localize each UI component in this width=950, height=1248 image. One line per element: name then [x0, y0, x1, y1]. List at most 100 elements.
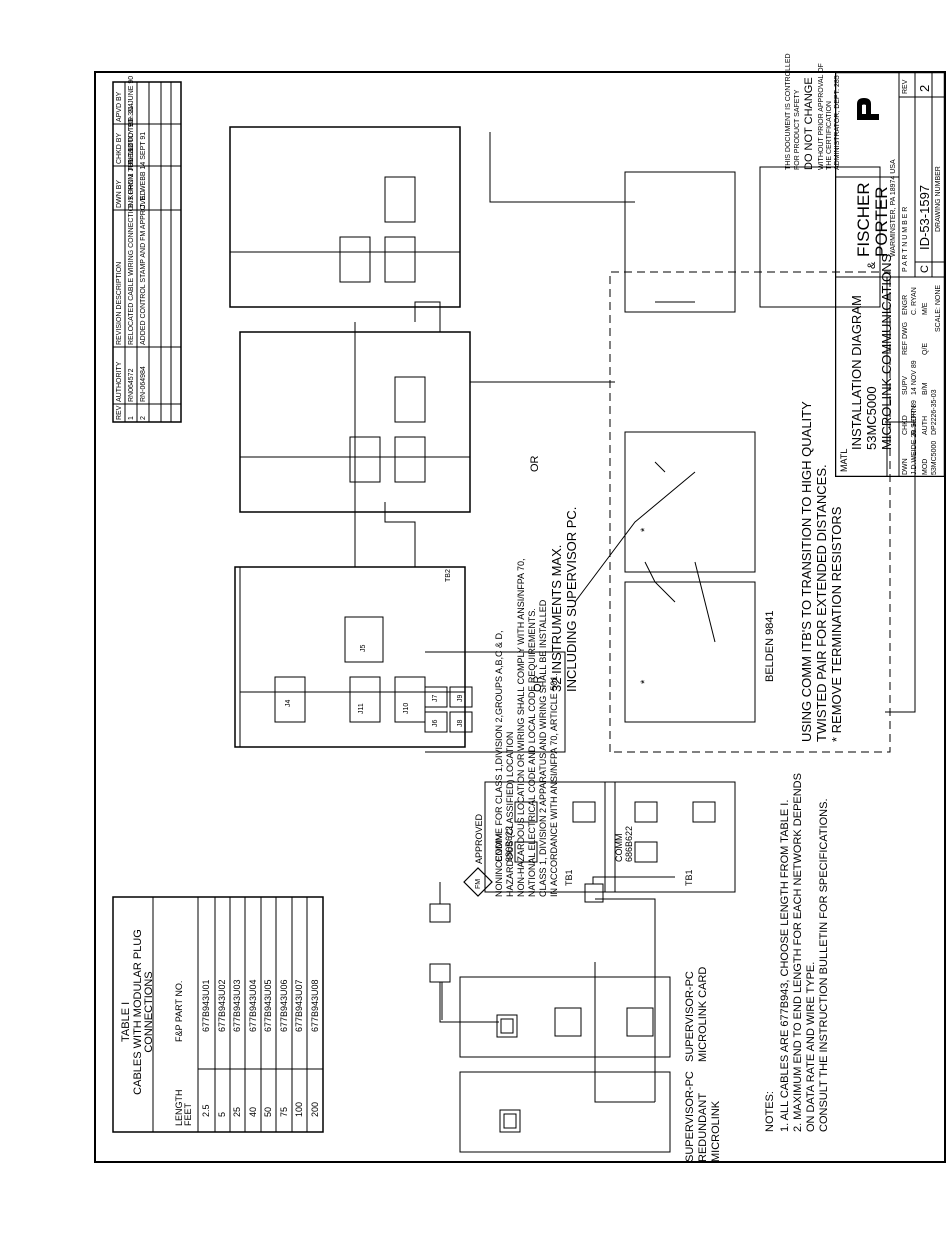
comm-module-top-1: [624, 171, 736, 313]
noteslines-line: ON DATA RATE AND WIRE TYPE.: [805, 961, 817, 1132]
title-cell-key: ENGR: [902, 294, 909, 315]
commitb-line: USING COMM ITB'S TO TRANSITION TO HIGH Q…: [799, 401, 814, 742]
title-cell-key: M/E: [922, 302, 929, 315]
or-label-2: OR: [529, 455, 541, 473]
table1-col-length: LENGTH FEET: [174, 1089, 193, 1126]
table1-length-cell: 40: [247, 1106, 258, 1117]
comm-itb-region: [609, 271, 891, 753]
rev-label: REV: [902, 79, 909, 94]
fmlines-line: NON-HAZARDOUS LOCATION OR WIRING SHALL C…: [516, 558, 526, 897]
part-number: ID-53-1597: [917, 184, 932, 250]
instmax-line: 32 INSTRUMENTS MAX.: [549, 544, 564, 692]
controller-3: [229, 126, 461, 308]
comm-2-part: 686B622: [624, 825, 634, 862]
fm-diamond-icon: [463, 867, 493, 897]
noteslines-line: 1. ALL CABLES ARE 677B943, CHOOSE LENGTH…: [779, 799, 791, 1132]
comm-2-label: COMM: [614, 833, 624, 863]
j9-label: J9: [457, 694, 464, 702]
j6-label: J6: [432, 719, 439, 727]
title-cell-key: MOD: [922, 458, 929, 475]
company-porter: PORTER: [872, 186, 891, 257]
revision-cell: RN064572: [128, 368, 135, 402]
star-1: *: [639, 679, 651, 684]
revision-cell: J. B. WEBB 14 SEPT 91: [140, 131, 147, 208]
comm-module-2: [604, 781, 736, 893]
j7-label: J7: [432, 694, 439, 702]
comm-module-top-2: [759, 166, 881, 308]
company-amp: &: [866, 261, 878, 269]
title-cell-key: CHKD: [902, 415, 909, 435]
title-cell-value: 53MC5000: [931, 440, 938, 475]
table1-length-cell: 50: [263, 1106, 273, 1117]
title-cell-key: SUPV: [902, 375, 909, 395]
rev-number: 2: [917, 84, 932, 92]
j11-label: J11: [358, 703, 365, 714]
title-cell-key: B/M: [922, 382, 929, 395]
control-small-line: WITHOUT PRIOR APPROVAL OF: [818, 63, 825, 170]
revision-cell: 2: [140, 416, 147, 420]
j10-label: J10: [403, 702, 410, 714]
comm-module-1: [484, 781, 616, 893]
table1-caption: CABLES WITH MODULAR PLUG CONNECTIONS: [132, 929, 155, 1095]
belden-label: BELDEN 9841: [764, 610, 776, 682]
title-cell-key: DWN: [902, 458, 909, 475]
line-art: [112, 81, 916, 1153]
revision-cell: RN-064984: [140, 366, 147, 402]
table1-length-cell: 5: [216, 1111, 227, 1117]
redundant-line: SUPERVISOR-PC: [684, 1071, 696, 1162]
j4-label: J4: [285, 699, 292, 707]
control-line: THIS DOCUMENT IS CONTROLLED: [785, 53, 792, 170]
revision-table-frame: [112, 81, 182, 423]
table1-part-cell: 677B943U06: [278, 979, 289, 1032]
fmlines-line: CLASS 1, DIVISION 2 APPARATUS AND WIRING…: [538, 599, 548, 897]
title-cell-value: R. HORN: [911, 405, 918, 435]
title-line: MICROLINK COMMUNICATIONS: [879, 253, 894, 450]
table1-length-cell: 200: [309, 1101, 320, 1117]
company-fischer: FISCHER: [854, 182, 873, 257]
title-cell-key: REF DWG: [902, 321, 909, 355]
title-block-frame: [835, 72, 945, 477]
control-small-line: ADMINISTRATOR, DEPT. 285: [834, 75, 841, 170]
tb1-1-label: TB1: [564, 869, 574, 886]
commitb-line: TWISTED PAIR FOR EXTENDED DISTANCES.: [814, 464, 829, 742]
table1-title: TABLE I: [120, 1001, 132, 1042]
table1-part-cell: 677B943U05: [263, 979, 273, 1032]
j8-label: J8: [457, 719, 464, 727]
revision-cell: 1: [128, 416, 135, 420]
table1-length-cell: 25: [232, 1106, 242, 1117]
controller-1: [234, 566, 466, 748]
title-cell-key: Q/E: [922, 342, 929, 355]
title-cell-value: 14 NOV 89: [911, 360, 918, 395]
title-line: 53MC5000: [864, 386, 879, 450]
star-2: *: [639, 527, 651, 532]
redundant-line: REDUNDANT: [697, 1092, 709, 1162]
table1-col-part: F&P PART NO.: [174, 980, 184, 1042]
table1-length-cell: 100: [294, 1101, 304, 1117]
title-cell-value: C. RYAN: [911, 287, 918, 315]
fm-approved: APPROVED: [474, 813, 484, 864]
control-small-line: THE CERTIFICATION: [826, 101, 833, 170]
revision-header: DWN BY: [116, 180, 123, 208]
control-line: FOR PRODUCT SAFETY: [794, 89, 801, 170]
tb2-label: TB2: [445, 569, 452, 582]
revision-header: AUTHORITY: [116, 361, 123, 402]
tb1-2-label: TB1: [684, 869, 694, 886]
table1-part-cell: 677B943U07: [294, 979, 304, 1032]
revision-header: CHKD BY: [116, 132, 123, 164]
revision-header: REVISION DESCRIPTION: [116, 261, 123, 345]
title-cell-value: DP2226-35-03: [931, 389, 938, 435]
j5-label: J5: [360, 644, 367, 652]
table1-part-cell: 677B943U04: [247, 979, 258, 1032]
fmlines-line: IN ACCORDANCE WITH ANSI/NFPA 70, ARTICLE…: [549, 673, 559, 897]
table1-part-cell: 677B943U08: [309, 979, 320, 1032]
notes-title: NOTES:: [764, 1091, 776, 1132]
company-location: WARMINSTER, PA 18974 USA: [890, 159, 897, 257]
revision-header: APVD BY: [116, 91, 123, 122]
commitb-line: * REMOVE TERMINATION RESISTORS: [829, 506, 844, 742]
title-line: INSTALLATION DIAGRAM: [849, 295, 864, 450]
table1-part-cell: 677B943U02: [216, 979, 227, 1032]
microlink-card-box: [459, 976, 671, 1058]
revision-cell: ADDED CONTROL STAMP AND FM APPROVED: [140, 190, 147, 345]
